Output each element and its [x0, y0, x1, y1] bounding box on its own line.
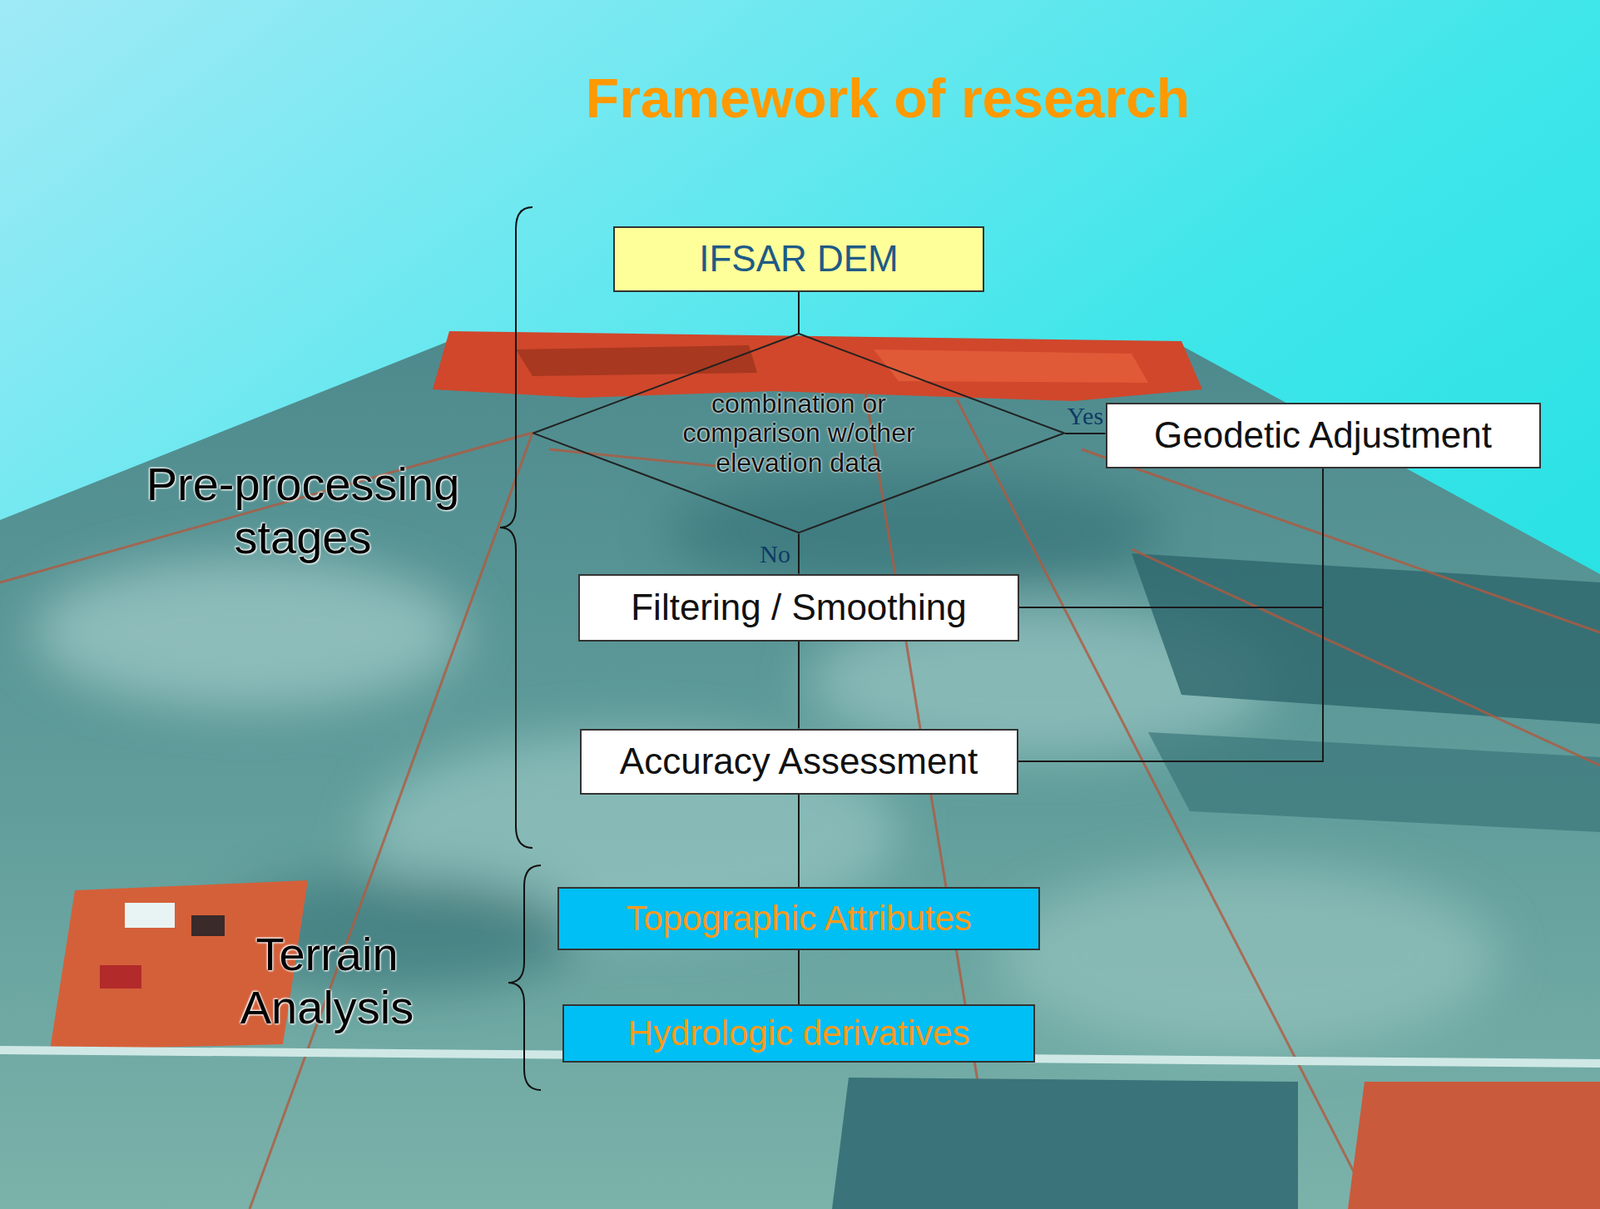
field-line — [0, 432, 533, 583]
dark-field — [1131, 553, 1600, 724]
connector — [797, 292, 800, 334]
building — [99, 965, 142, 989]
title: Framework of research — [471, 66, 1304, 130]
node-text: Hydrologic derivatives — [628, 1014, 971, 1053]
connector — [797, 641, 800, 729]
edge-label: Yes — [1066, 401, 1104, 431]
field-line — [1081, 449, 1600, 633]
connector — [1065, 432, 1106, 435]
field-boundaries — [0, 391, 1600, 1209]
analysis-box: Hydrologic derivatives — [562, 1004, 1036, 1063]
process-box: Geodetic Adjustment — [1105, 402, 1541, 469]
light-patch — [33, 557, 466, 708]
building — [124, 902, 175, 928]
connector — [1018, 468, 1324, 763]
node-text: Accuracy Assessment — [619, 741, 978, 782]
brace — [500, 207, 533, 848]
orange-field — [1347, 1081, 1600, 1209]
connector — [797, 534, 800, 575]
light-patch — [998, 865, 1498, 1049]
brace — [508, 865, 541, 1090]
urban-block — [515, 345, 758, 377]
ground-plane — [0, 336, 1600, 1209]
process-box: Accuracy Assessment — [579, 728, 1019, 795]
process-box: Filtering / Smoothing — [578, 574, 1020, 642]
node-text: combination or comparison w/other elevat… — [673, 389, 924, 478]
dark-field — [832, 1077, 1298, 1209]
node-text: Filtering / Smoothing — [630, 587, 967, 628]
analysis-box: Topographic Attributes — [557, 886, 1041, 951]
diamond-outline — [533, 333, 1065, 533]
connector — [797, 794, 800, 888]
edge-label: No — [759, 539, 791, 569]
node-text: Topographic Attributes — [625, 899, 972, 938]
node-text: Geodetic Adjustment — [1154, 415, 1492, 456]
connector — [797, 950, 800, 1005]
stage-label: Terrain Analysis — [193, 927, 461, 1036]
input-box: IFSAR DEM — [613, 226, 985, 293]
field-line — [549, 449, 716, 466]
field-line — [1131, 549, 1600, 766]
decision-diamond: combination or comparison w/other elevat… — [532, 332, 1066, 534]
connector — [1019, 468, 1323, 609]
stage-label: Pre-processing stages — [107, 457, 499, 565]
dark-field — [1148, 732, 1600, 833]
node-text: IFSAR DEM — [698, 238, 899, 279]
building — [191, 915, 225, 937]
